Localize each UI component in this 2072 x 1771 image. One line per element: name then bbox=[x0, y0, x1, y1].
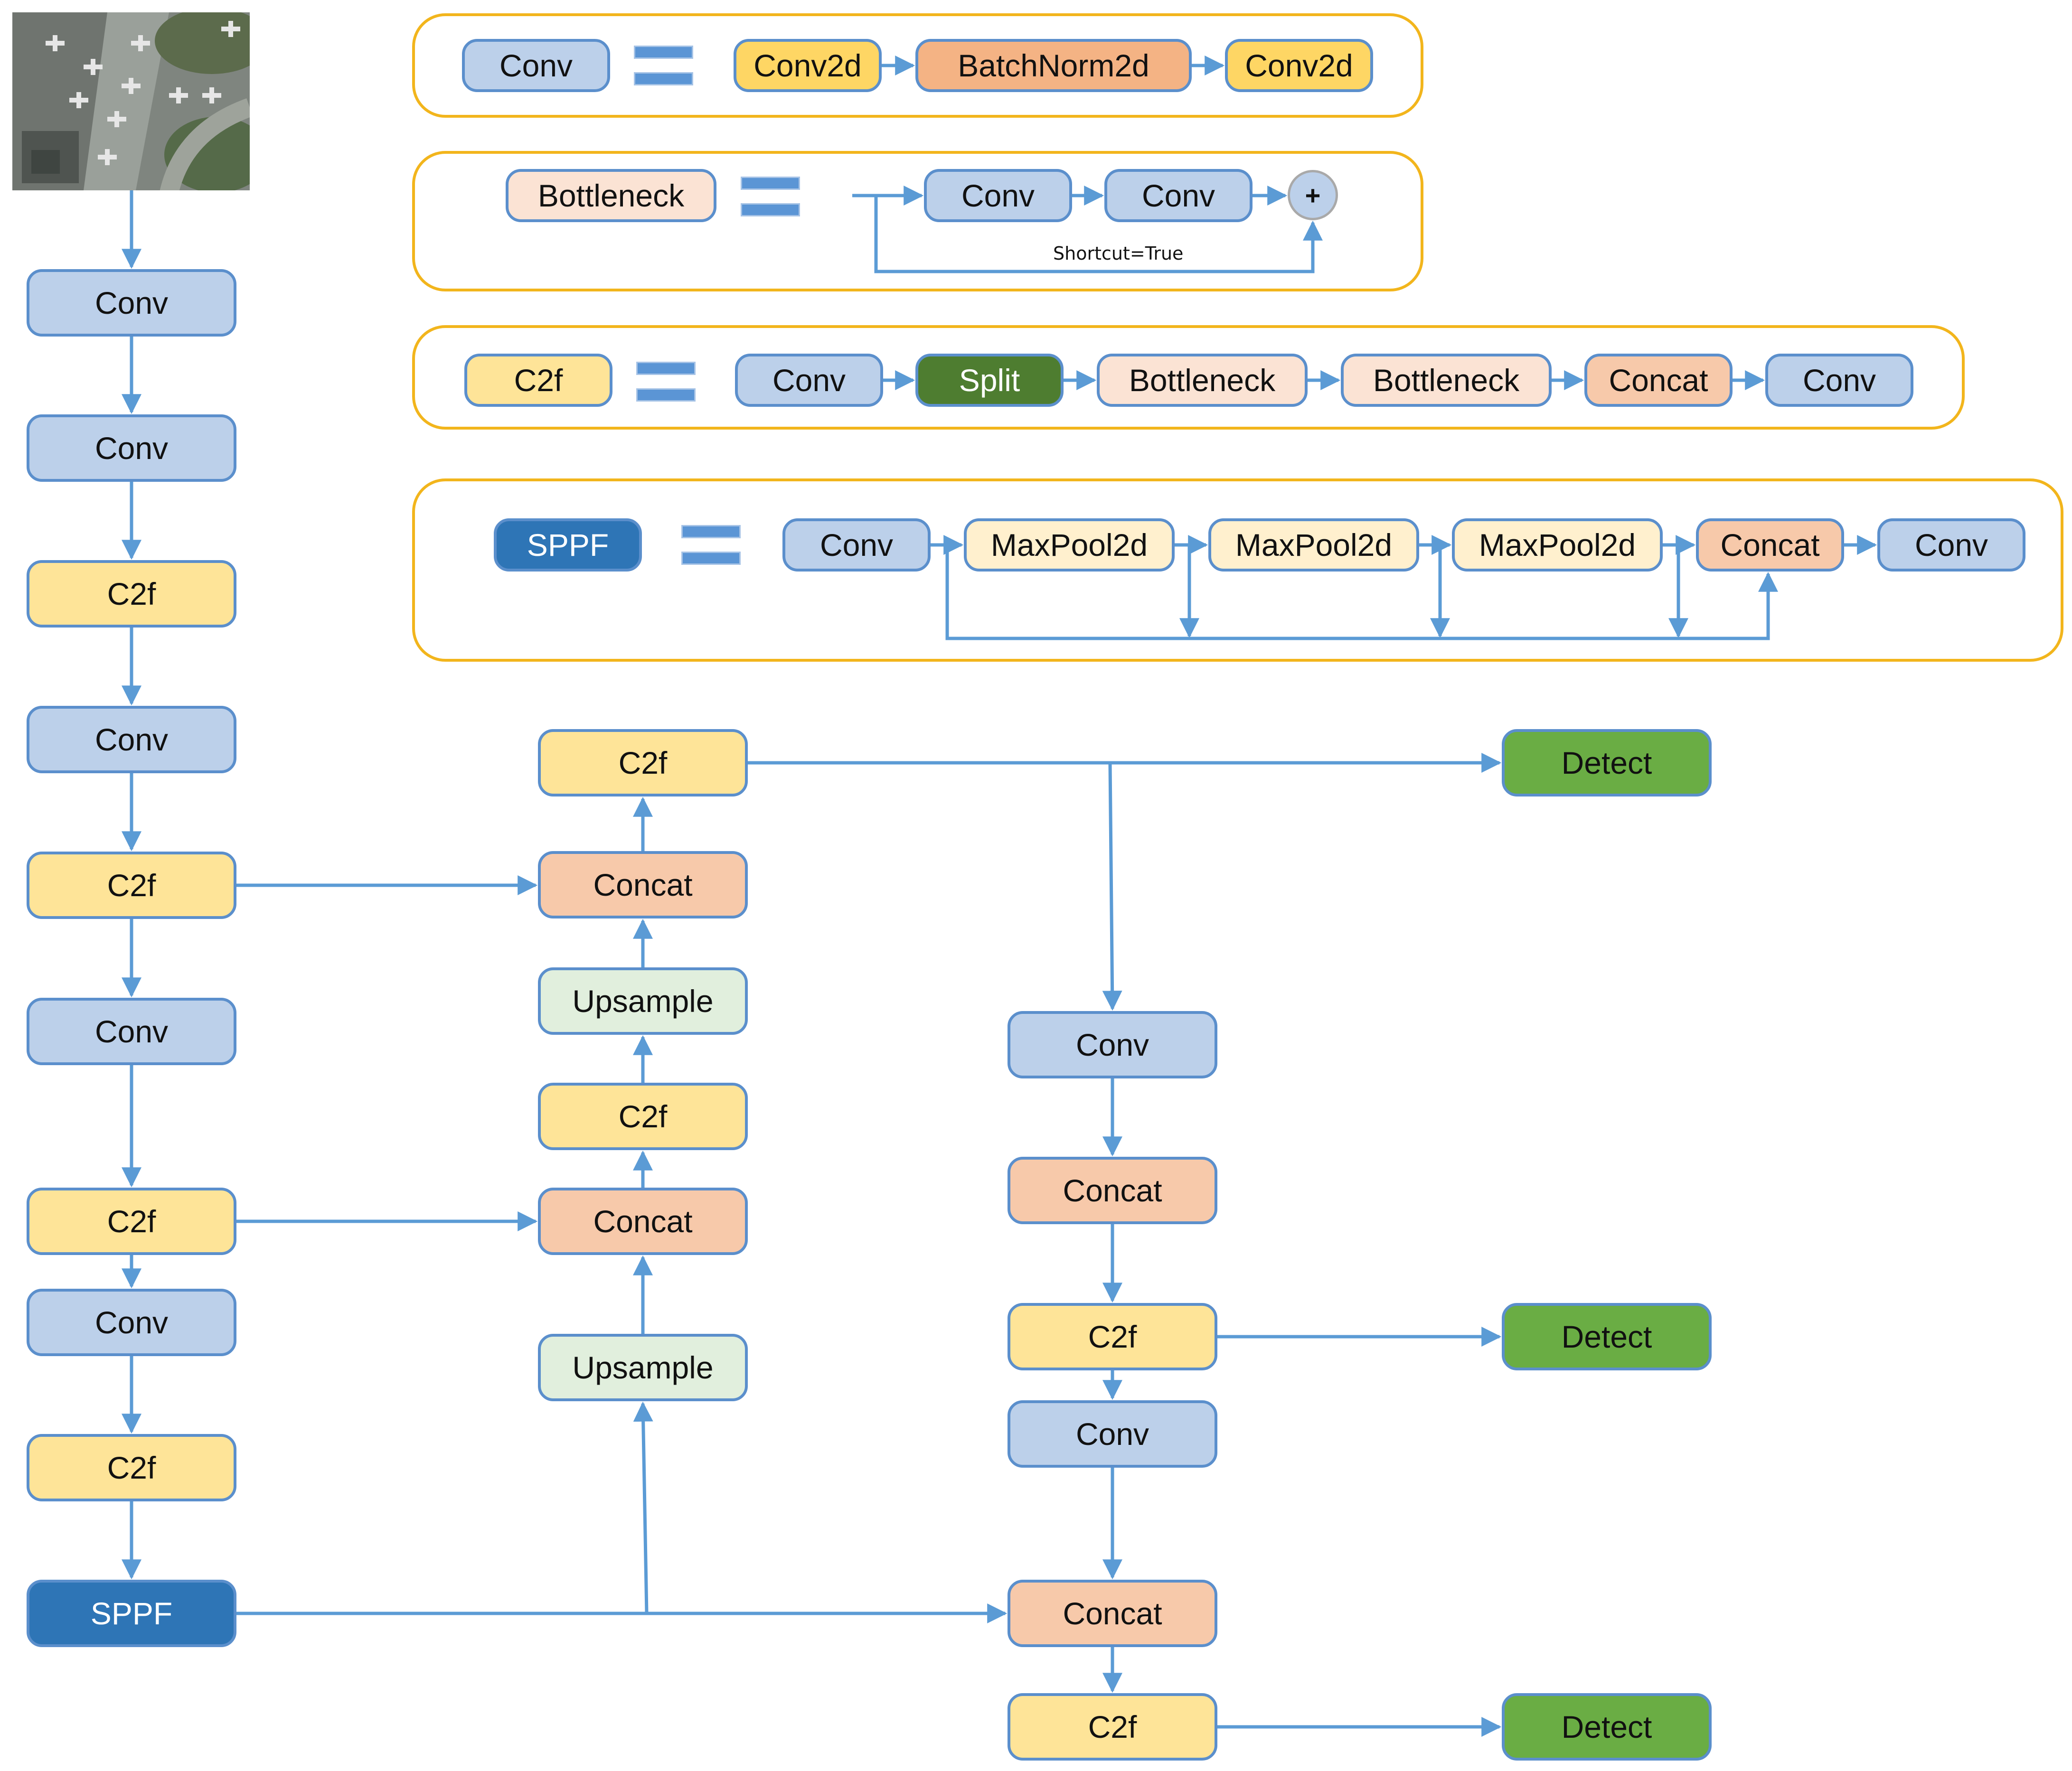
pan-concat-1: Concat bbox=[1008, 1157, 1217, 1224]
neck-concat-upper: Concat bbox=[538, 851, 748, 918]
legend-sppf-concat: Concat bbox=[1696, 518, 1844, 572]
legend-c2f-split: Split bbox=[915, 354, 1064, 407]
legend-c2f-bottleneck-2: Bottleneck bbox=[1341, 354, 1552, 407]
legend-sppf-maxpool-1: MaxPool2d bbox=[964, 518, 1175, 572]
legend-c2f-bottleneck-1: Bottleneck bbox=[1097, 354, 1308, 407]
legend-sppf-conv-2: Conv bbox=[1877, 518, 2025, 572]
pan-concat-2: Concat bbox=[1008, 1580, 1217, 1647]
legend-sppf-conv-1: Conv bbox=[782, 518, 931, 572]
legend-conv-part-conv2d-2: Conv2d bbox=[1225, 39, 1373, 92]
detect-head-2: Detect bbox=[1502, 1303, 1712, 1370]
legend-c2f-panel bbox=[412, 325, 1965, 430]
detect-head-1: Detect bbox=[1502, 729, 1712, 796]
legend-bottleneck-panel bbox=[412, 151, 1423, 291]
legend-conv-panel bbox=[412, 13, 1423, 118]
connector-arrow bbox=[633, 1401, 653, 1614]
equals-icon bbox=[634, 46, 693, 85]
legend-bottleneck-conv-2: Conv bbox=[1104, 169, 1253, 222]
shortcut-label: Shortcut=True bbox=[1053, 243, 1184, 264]
backbone-sppf: SPPF bbox=[27, 1580, 236, 1647]
legend-bottleneck-conv-1: Conv bbox=[924, 169, 1072, 222]
equals-icon bbox=[681, 525, 741, 565]
detect-head-3: Detect bbox=[1502, 1693, 1712, 1761]
neck-c2f-top: C2f bbox=[538, 729, 748, 796]
aerial-airport-photo-icon bbox=[12, 12, 250, 190]
backbone-c2f-4: C2f bbox=[27, 1434, 236, 1501]
backbone-c2f-1: C2f bbox=[27, 560, 236, 628]
backbone-conv-5: Conv bbox=[27, 1289, 236, 1356]
legend-c2f-concat: Concat bbox=[1584, 354, 1733, 407]
legend-c2f-conv-1: Conv bbox=[735, 354, 883, 407]
connector-arrow bbox=[1102, 762, 1122, 1011]
legend-bottleneck-name: Bottleneck bbox=[506, 169, 716, 222]
backbone-conv-2: Conv bbox=[27, 414, 236, 482]
pan-conv-2: Conv bbox=[1008, 1400, 1217, 1468]
equals-icon bbox=[636, 362, 696, 402]
backbone-conv-3: Conv bbox=[27, 706, 236, 773]
neck-upsample-upper: Upsample bbox=[538, 967, 748, 1035]
legend-sppf-maxpool-3: MaxPool2d bbox=[1452, 518, 1663, 572]
legend-c2f-name: C2f bbox=[464, 354, 612, 407]
pan-c2f-1: C2f bbox=[1008, 1303, 1217, 1370]
backbone-conv-4: Conv bbox=[27, 998, 236, 1065]
connector-arrow bbox=[874, 196, 1323, 273]
pan-conv-1: Conv bbox=[1008, 1011, 1217, 1078]
legend-sppf-maxpool-2: MaxPool2d bbox=[1208, 518, 1419, 572]
equals-icon bbox=[741, 177, 800, 216]
legend-conv-name: Conv bbox=[462, 39, 610, 92]
neck-upsample-lower: Upsample bbox=[538, 1334, 748, 1401]
backbone-c2f-2: C2f bbox=[27, 852, 236, 919]
connector-arrow bbox=[945, 545, 1778, 640]
neck-c2f-middle: C2f bbox=[538, 1083, 748, 1150]
neck-concat-lower: Concat bbox=[538, 1188, 748, 1255]
legend-conv-part-batchnorm2d: BatchNorm2d bbox=[915, 39, 1192, 92]
pan-c2f-2: C2f bbox=[1008, 1693, 1217, 1761]
legend-sppf-panel bbox=[412, 478, 2063, 662]
add-icon: + bbox=[1288, 170, 1338, 220]
backbone-conv-1: Conv bbox=[27, 269, 236, 337]
backbone-c2f-3: C2f bbox=[27, 1188, 236, 1255]
legend-conv-part-conv2d-1: Conv2d bbox=[734, 39, 882, 92]
legend-sppf-name: SPPF bbox=[494, 518, 642, 572]
legend-c2f-conv-2: Conv bbox=[1765, 354, 1913, 407]
